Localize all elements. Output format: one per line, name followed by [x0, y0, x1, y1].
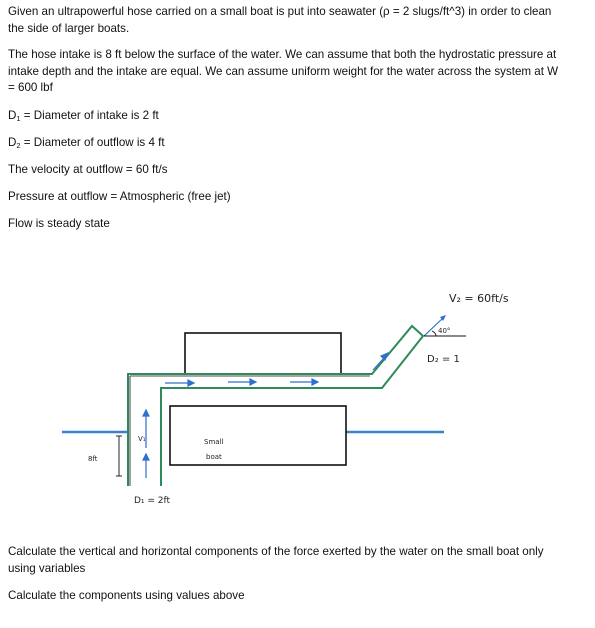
flow-arrow-4-head	[379, 351, 390, 362]
angle-label: 40°	[438, 327, 450, 335]
flow-arrow-1-head	[187, 379, 196, 387]
angle-arc	[431, 330, 437, 337]
d2-subscript: 2	[16, 141, 21, 150]
d2-text: = Diameter of outflow is 4 ft	[20, 136, 165, 149]
pipe-inner-edge	[129, 375, 370, 486]
flow-arrow-up-2-head	[142, 452, 150, 461]
d1-text: = Diameter of intake is 2 ft	[20, 109, 159, 122]
flow-arrow-3-head	[311, 378, 320, 386]
flow-arrow-2-head	[249, 378, 258, 386]
flow-arrows	[142, 351, 390, 478]
flow-arrow-up-1-head	[142, 408, 150, 417]
hose-pipe	[127, 324, 425, 486]
depth-dimension	[116, 435, 122, 477]
flow-statement: Flow is steady state	[8, 217, 110, 230]
upper-boat-outline	[184, 332, 342, 375]
question-2: Calculate the components using values ab…	[8, 589, 245, 602]
velocity-statement: The velocity at outflow = 60 ft/s	[8, 163, 168, 176]
outflow-arrow	[423, 317, 444, 337]
intro-paragraph: Given an ultrapowerful hose carried on a…	[8, 5, 552, 35]
d1-label: D₁ = 2ft	[134, 496, 171, 506]
d2-symbol: D	[8, 136, 17, 149]
question-1: Calculate the vertical and horizontal co…	[8, 545, 544, 575]
assumptions-paragraph: The hose intake is 8 ft below the surfac…	[8, 48, 559, 94]
flow-arrow-4	[372, 357, 385, 371]
small-boat-label-1: Small	[204, 438, 223, 446]
outflow-velocity-indicator	[423, 315, 466, 337]
pressure-statement: Pressure at outflow = Atmospheric (free …	[8, 190, 231, 203]
depth-label: 8ft	[88, 455, 98, 463]
d1-definition: D1 = Diameter of intake is 2 ft	[8, 108, 568, 128]
v1-label: V₁	[138, 435, 146, 443]
d2-definition: D2 = Diameter of outflow is 4 ft	[8, 135, 568, 155]
d1-symbol: D	[8, 109, 17, 122]
small-boat-outline	[169, 405, 347, 466]
d1-subscript: 1	[16, 114, 21, 123]
small-boat-label-2: boat	[206, 453, 222, 461]
outflow-arrow-head	[440, 315, 446, 321]
d2-label: D₂ = 1	[427, 354, 460, 365]
v2-label: V₂ = 60ft/s	[449, 292, 509, 305]
